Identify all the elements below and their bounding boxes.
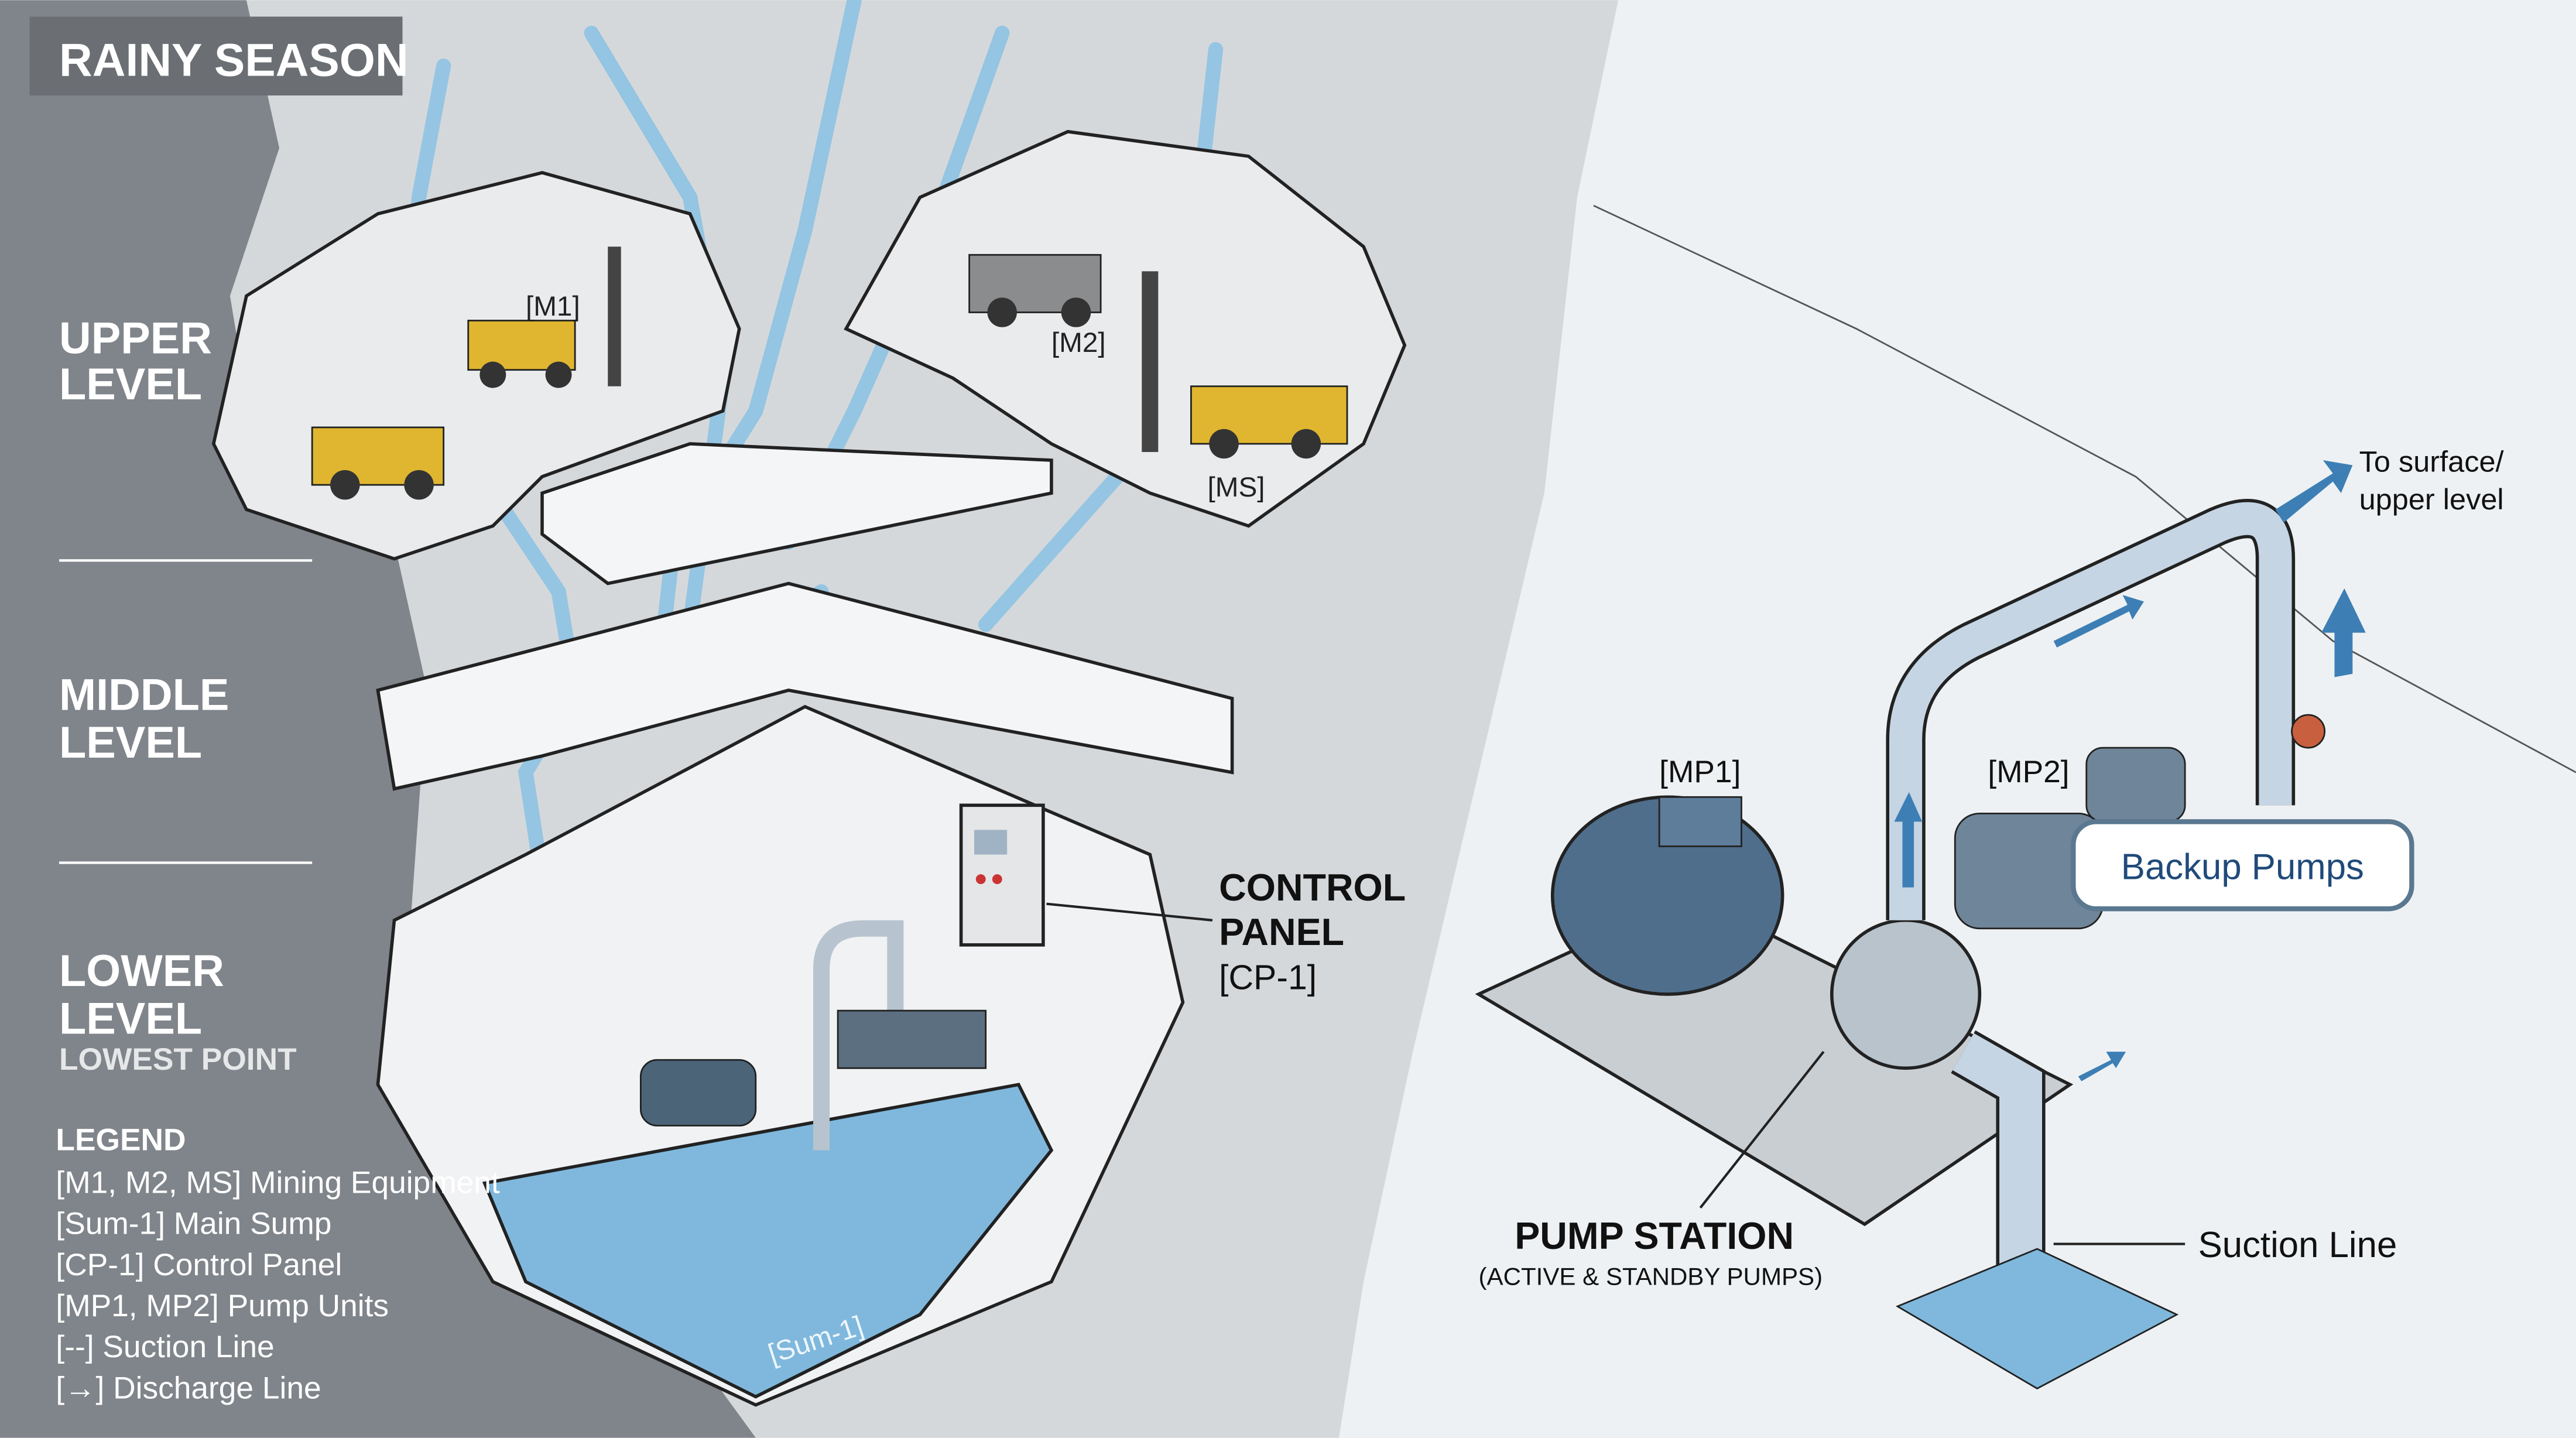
mining-equipment-m1 [311, 246, 621, 500]
pump-mp1 [1550, 795, 1982, 1070]
suction-line-label: Suction Line [2198, 1225, 2397, 1265]
arrow-to-surface-icon [2275, 460, 2353, 523]
arrow-discharge-icon [2053, 595, 2144, 648]
discharge-pipe [1889, 502, 2292, 920]
control-panel-label-1: CONTROL [1219, 867, 1406, 909]
label-ms: [MS] [1208, 472, 1265, 503]
season-badge-text: RAINY SEASON [59, 34, 409, 85]
arrow-up-icon [2321, 588, 2366, 677]
pump-mp2-backup [1954, 747, 2186, 930]
main-sump-water [482, 1083, 1054, 1399]
arrow-suction-icon [2078, 1052, 2126, 1081]
lower-level-label-2: LEVEL [59, 994, 202, 1043]
control-panel-tag: [CP-1] [1219, 959, 1317, 997]
discharge-target-label-2: upper level [2359, 482, 2504, 516]
legend-item: [MP1, MP2] Pump Units [56, 1289, 389, 1323]
dark-side-band [0, 0, 756, 1438]
upper-level-label-2: LEVEL [59, 360, 202, 409]
middle-level-tunnel [376, 581, 1234, 791]
control-panel-label-2: PANEL [1219, 911, 1344, 953]
upper-tunnel [540, 442, 1053, 586]
legend-item: [M1, M2, MS] Mining Equipment [56, 1166, 499, 1200]
middle-level-label-2: LEVEL [59, 718, 202, 768]
arrow-riser-icon [1894, 792, 1923, 888]
label-mp1: [MP1] [1659, 755, 1741, 789]
legend-item: [--] Suction Line [56, 1330, 274, 1364]
upper-level-label-1: UPPER [59, 314, 212, 364]
mining-equipment-m2 [968, 254, 1102, 327]
middle-level-label-1: MIDDLE [59, 670, 229, 720]
control-panel-leader [1046, 902, 1213, 922]
discharge-target-label-1: To surface/ [2359, 445, 2505, 478]
legend: LEGEND [M1, M2, MS] Mining Equipment [Su… [56, 1123, 499, 1406]
lower-level-label-1: LOWER [59, 946, 224, 996]
pump-station-subtitle: (ACTIVE & STANDBY PUMPS) [1479, 1263, 1823, 1290]
valve-handwheel-icon [2291, 714, 2326, 749]
strata-line [1593, 204, 2576, 773]
label-mp2: [MP2] [1988, 755, 2069, 789]
label-m2: [M2] [1051, 327, 1106, 358]
legend-item: [Sum-1] Main Sump [56, 1207, 331, 1241]
legend-item: [CP-1] Control Panel [56, 1248, 342, 1282]
backup-pumps-callout-text: Backup Pumps [2121, 847, 2364, 888]
mining-equipment-ms [1142, 271, 1348, 459]
backup-pumps-callout [2071, 819, 2414, 912]
pump-station-title: PUMP STATION [1515, 1215, 1794, 1257]
season-badge [29, 16, 403, 96]
legend-title: LEGEND [56, 1123, 186, 1158]
lowest-point-label: LOWEST POINT [59, 1042, 297, 1077]
suction-well [1895, 1248, 2179, 1390]
legend-item: [→] Discharge Line [56, 1371, 321, 1405]
label-m1: [M1] [526, 291, 580, 322]
control-panel-cabinet [959, 803, 1045, 947]
sump-pump-unit [639, 920, 987, 1151]
pump-station-leader [1699, 1050, 1825, 1209]
flow-arrows [1894, 460, 2366, 1081]
